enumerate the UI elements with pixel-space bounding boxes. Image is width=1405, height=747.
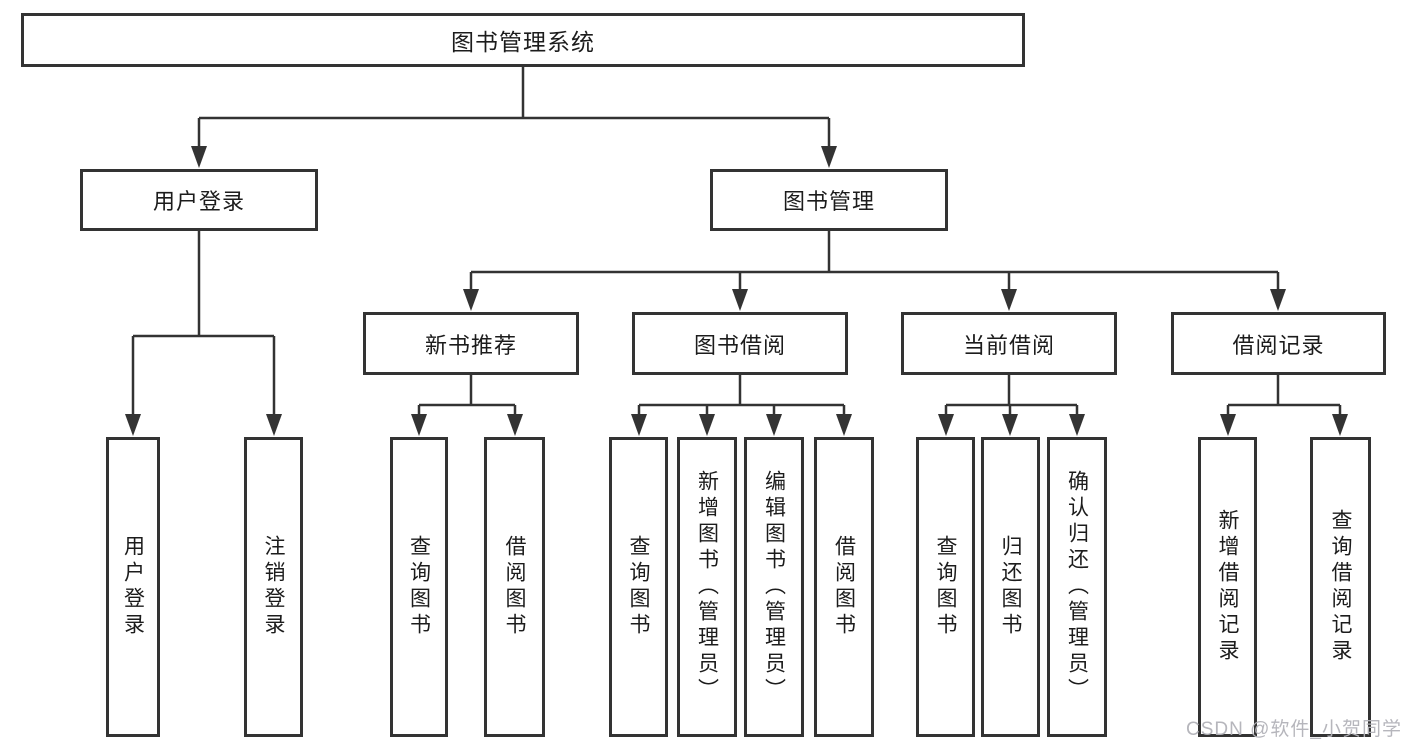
- node-borrowing-records-label: 借阅记录: [1232, 332, 1325, 358]
- node-user-login-label: 用户登录: [152, 189, 245, 214]
- leaf-query-borrow-record: 查询借阅记录: [1310, 437, 1371, 737]
- leaf-borrow-books-recommend: 借阅图书: [484, 437, 545, 737]
- arrowheads: [125, 146, 1348, 436]
- node-new-book-recommend-label: 新书推荐: [424, 332, 517, 358]
- leaf-add-borrow-record-label: 新增借阅记录: [1216, 509, 1239, 665]
- leaf-edit-books-admin-label: 编辑图书（管理员）: [762, 470, 786, 704]
- node-book-management: 图书管理: [710, 169, 948, 231]
- csdn-watermark: CSDN @软件_小贺同学: [1186, 719, 1402, 740]
- node-borrowing-records: 借阅记录: [1171, 312, 1386, 375]
- leaf-query-books-recommend: 查询图书: [390, 437, 448, 737]
- node-current-borrowing: 当前借阅: [901, 312, 1117, 375]
- leaf-add-borrow-record: 新增借阅记录: [1198, 437, 1257, 737]
- leaf-logout: 注销登录: [244, 437, 303, 737]
- leaf-return-books-label: 归还图书: [999, 535, 1022, 639]
- node-user-login: 用户登录: [80, 169, 318, 231]
- node-library-system-label: 图书管理系统: [451, 29, 595, 55]
- leaf-borrow-books-recommend-label: 借阅图书: [503, 535, 526, 639]
- leaf-borrow-books-borrowing-label: 借阅图书: [832, 535, 856, 639]
- leaf-query-books-current-label: 查询图书: [934, 535, 957, 639]
- leaf-query-books-current: 查询图书: [916, 437, 975, 737]
- leaf-user-login-label: 用户登录: [121, 535, 145, 639]
- node-current-borrowing-label: 当前借阅: [962, 332, 1055, 358]
- leaf-borrow-books-borrowing: 借阅图书: [814, 437, 874, 737]
- leaf-query-books-borrowing: 查询图书: [609, 437, 668, 737]
- leaf-return-books: 归还图书: [981, 437, 1040, 737]
- leaf-confirm-return-admin-label: 确认归还（管理员）: [1065, 470, 1089, 704]
- leaf-confirm-return-admin: 确认归还（管理员）: [1047, 437, 1107, 737]
- node-library-system: 图书管理系统: [21, 13, 1025, 67]
- node-new-book-recommend: 新书推荐: [363, 312, 579, 375]
- leaf-logout-label: 注销登录: [262, 535, 285, 639]
- leaf-add-books-admin: 新增图书（管理员）: [677, 437, 737, 737]
- leaf-edit-books-admin: 编辑图书（管理员）: [744, 437, 804, 737]
- leaf-query-books-recommend-label: 查询图书: [407, 535, 431, 639]
- leaf-add-books-admin-label: 新增图书（管理员）: [695, 470, 719, 704]
- node-book-management-label: 图书管理: [782, 189, 875, 214]
- leaf-query-borrow-record-label: 查询借阅记录: [1329, 509, 1352, 665]
- leaf-user-login: 用户登录: [106, 437, 160, 737]
- node-book-borrowing-label: 图书借阅: [693, 332, 786, 358]
- node-book-borrowing: 图书借阅: [632, 312, 848, 375]
- leaf-query-books-borrowing-label: 查询图书: [627, 535, 650, 639]
